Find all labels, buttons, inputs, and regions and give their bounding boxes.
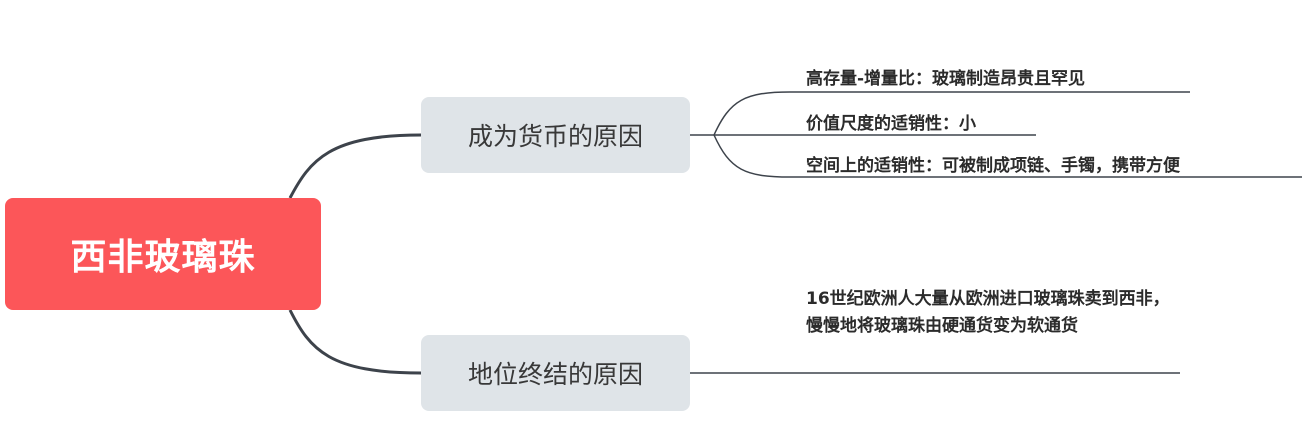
connector-branch-1-to-leaf-3 bbox=[713, 134, 1302, 178]
subtopic-spatial-marketability[interactable]: 空间上的适销性：可被制成项链、手镯，携带方便 bbox=[806, 156, 1180, 176]
root-topic-label: 西非玻璃珠 bbox=[70, 237, 256, 278]
root-topic[interactable]: 西非玻璃珠 bbox=[5, 198, 321, 310]
branch-topic-reasons-for-end[interactable]: 地位终结的原因 bbox=[421, 335, 690, 411]
subtopic-stock-flow-ratio[interactable]: 高存量-增量比：玻璃制造昂贵且罕见 bbox=[806, 69, 1086, 89]
subtopic-value-scale-marketability[interactable]: 价值尺度的适销性：小 bbox=[806, 114, 976, 134]
branch-topic-label: 地位终结的原因 bbox=[467, 360, 643, 389]
branch-topic-label: 成为货币的原因 bbox=[467, 122, 643, 151]
subtopic-european-import[interactable]: 16世纪欧洲人大量从欧洲进口玻璃珠卖到西非，慢慢地将玻璃珠由硬通货变为软通货 bbox=[806, 289, 1170, 336]
branch-topic-reasons-for-currency[interactable]: 成为货币的原因 bbox=[421, 97, 690, 173]
connector-branch-1-to-leaf-1 bbox=[713, 91, 1190, 136]
connector-root-to-branch-1 bbox=[288, 133, 422, 199]
connector-root-to-branch-2 bbox=[288, 309, 422, 375]
